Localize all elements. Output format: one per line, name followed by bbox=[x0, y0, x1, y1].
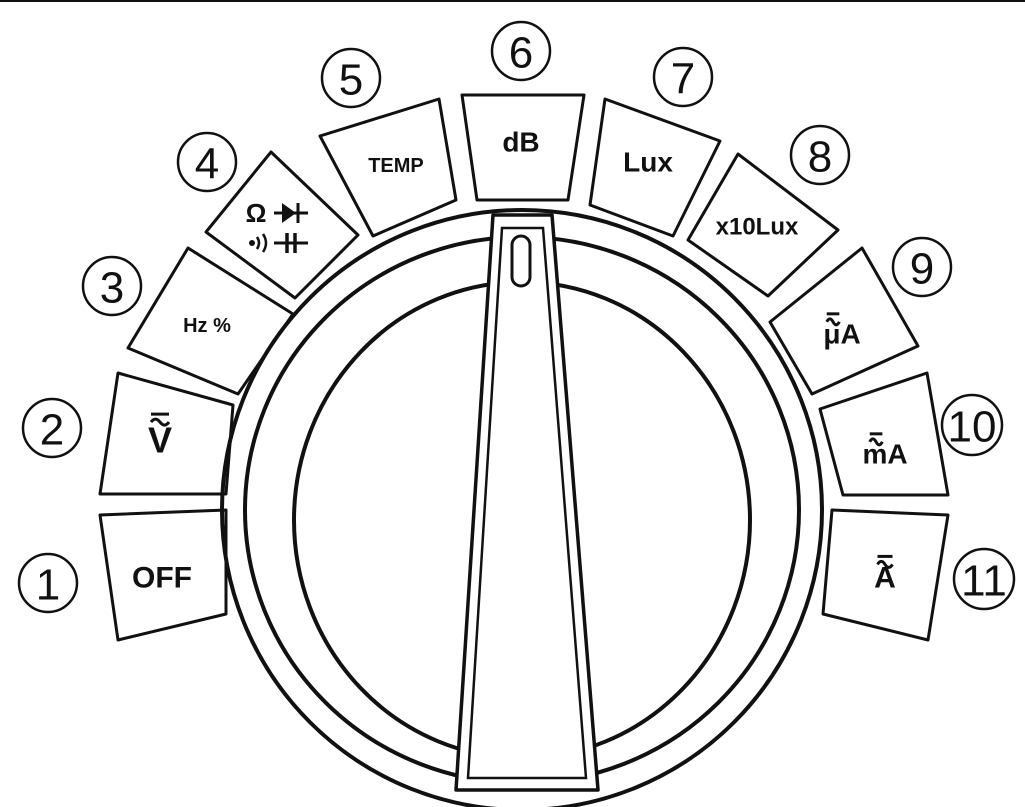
dial-label-2: V bbox=[148, 420, 172, 461]
dial-label-9: μA bbox=[823, 319, 860, 350]
dial-position-7[interactable]: Lux bbox=[590, 99, 720, 236]
position-number-8: 8 bbox=[791, 126, 849, 184]
position-number-5: 5 bbox=[322, 49, 380, 107]
dial-label-7: Lux bbox=[623, 147, 673, 178]
number-text: 10 bbox=[948, 403, 997, 452]
dial-label-4: Ω bbox=[246, 198, 267, 228]
position-number-4: 4 bbox=[178, 133, 236, 191]
dial-label-6: dB bbox=[502, 127, 539, 158]
number-text: 6 bbox=[509, 29, 533, 78]
selector-knob[interactable] bbox=[456, 215, 598, 790]
number-text: 11 bbox=[961, 557, 1007, 606]
number-text: 7 bbox=[671, 55, 695, 104]
dial-position-1[interactable]: OFF bbox=[100, 510, 226, 640]
position-number-10: 10 bbox=[942, 395, 1002, 455]
number-text: 3 bbox=[100, 264, 124, 313]
number-text: 1 bbox=[36, 561, 60, 610]
dial-label-3: Hz % bbox=[183, 315, 231, 337]
pointer-indicator-slot bbox=[512, 236, 530, 286]
selector-pointer[interactable] bbox=[456, 215, 598, 790]
dial-position-2[interactable]: V bbox=[100, 373, 233, 494]
number-text: 4 bbox=[195, 140, 219, 189]
dial-position-11[interactable]: A bbox=[823, 510, 948, 640]
position-number-3: 3 bbox=[83, 257, 141, 315]
position-number-2: 2 bbox=[23, 399, 81, 457]
position-number-1: 1 bbox=[19, 554, 77, 612]
position-number-6: 6 bbox=[492, 22, 550, 80]
position-number-11: 11 bbox=[954, 549, 1014, 609]
number-text: 9 bbox=[910, 245, 934, 294]
number-text: 5 bbox=[339, 56, 363, 105]
dial-segment-10[interactable] bbox=[820, 373, 948, 495]
number-text: 2 bbox=[40, 406, 64, 455]
dial-position-10[interactable]: mA bbox=[820, 373, 948, 495]
number-text: 8 bbox=[808, 133, 832, 182]
dial-label-1: OFF bbox=[132, 562, 192, 595]
position-number-7: 7 bbox=[654, 48, 712, 106]
dial-label-8: x10Lux bbox=[716, 214, 799, 241]
dial-position-6[interactable]: dB bbox=[462, 95, 584, 200]
dial-label-10: mA bbox=[862, 439, 907, 470]
dial-label-5: TEMP bbox=[368, 155, 424, 177]
position-number-9: 9 bbox=[893, 238, 951, 296]
dial-position-5[interactable]: TEMP bbox=[320, 99, 456, 236]
